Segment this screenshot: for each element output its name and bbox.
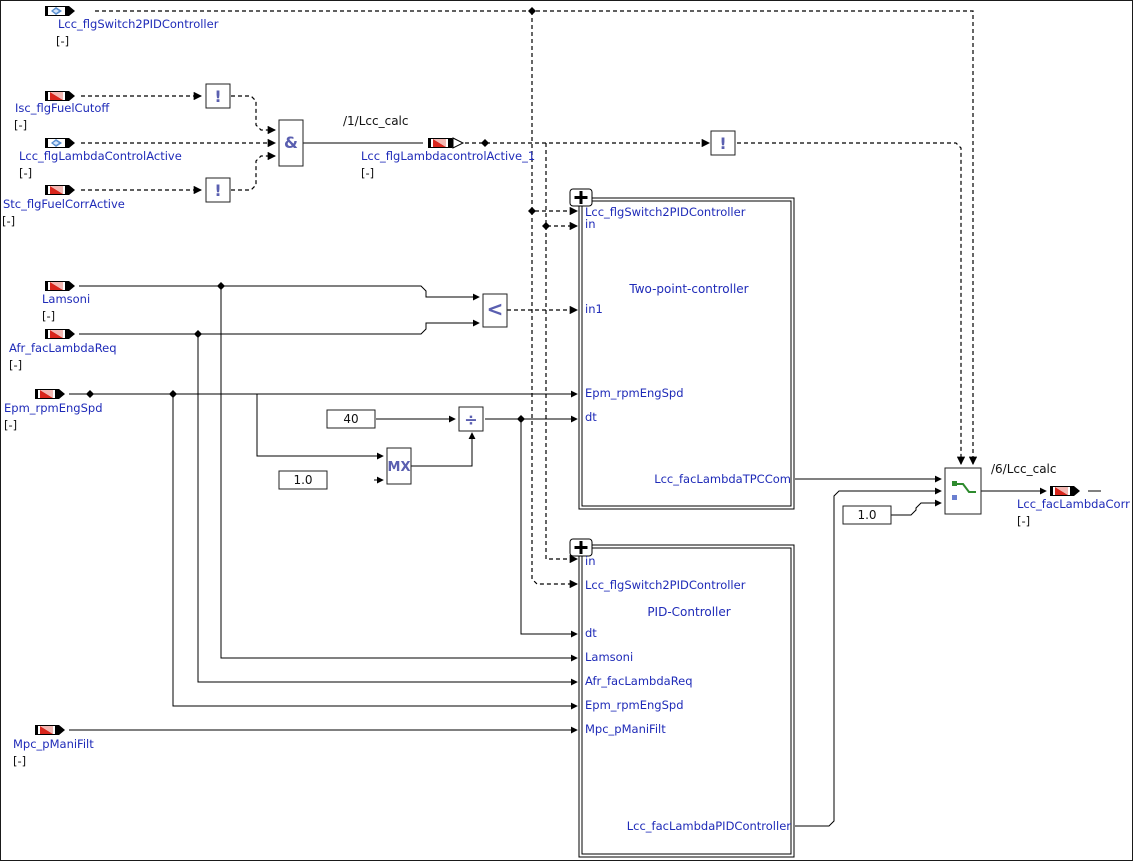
- not-operator-1[interactable]: !: [205, 83, 231, 109]
- svg-text:Afr_facLambdaReq: Afr_facLambdaReq: [585, 674, 693, 688]
- less-than-operator[interactable]: <: [482, 293, 508, 328]
- max-operator[interactable]: MX: [386, 447, 412, 485]
- svg-text:in1: in1: [585, 302, 603, 316]
- divide-operator[interactable]: ÷: [458, 406, 484, 432]
- two-point-controller-block[interactable]: Two-point-controller Lcc_flgSwitch2PIDCo…: [569, 188, 795, 510]
- svg-text:Lcc_flgSwitch2PIDController: Lcc_flgSwitch2PIDController: [585, 578, 746, 592]
- svg-text:Afr_facLambdaReq: Afr_facLambdaReq: [9, 341, 117, 355]
- expand-icon[interactable]: [569, 538, 593, 557]
- svg-text:1.0: 1.0: [857, 508, 876, 522]
- input-engspd[interactable]: Epm_rpmEngSpd [-]: [4, 389, 103, 432]
- svg-text:[-]: [-]: [13, 754, 26, 768]
- svg-text:Mpc_pManiFilt: Mpc_pManiFilt: [13, 737, 94, 751]
- message-lambdacontrolactive-1[interactable]: /1/Lcc_calc Lcc_flgLambdacontrolActive_1…: [343, 114, 535, 180]
- svg-text:!: !: [719, 134, 726, 153]
- svg-text:[-]: [-]: [361, 166, 374, 180]
- svg-text:dt: dt: [585, 410, 597, 424]
- svg-text:MX: MX: [388, 460, 411, 475]
- svg-text:Lamsoni: Lamsoni: [42, 292, 90, 306]
- svg-text:!: !: [214, 181, 221, 200]
- input-pmani[interactable]: Mpc_pManiFilt [-]: [13, 725, 94, 768]
- constant-1-0-a[interactable]: 1.0: [278, 470, 328, 490]
- constant-40[interactable]: 40: [326, 409, 376, 429]
- svg-text:Lcc_flgLambdaControlActive: Lcc_flgLambdaControlActive: [19, 149, 182, 163]
- svg-text:/1/Lcc_calc: /1/Lcc_calc: [343, 114, 408, 128]
- svg-text:Lcc_flgSwitch2PIDController: Lcc_flgSwitch2PIDController: [585, 205, 746, 219]
- svg-text:Two-point-controller: Two-point-controller: [628, 282, 748, 296]
- svg-text:[-]: [-]: [1017, 514, 1030, 528]
- svg-text:in: in: [585, 217, 595, 231]
- input-lambdareq[interactable]: Afr_facLambdaReq [-]: [9, 329, 117, 372]
- not-operator-2[interactable]: !: [205, 177, 231, 203]
- svg-text:[-]: [-]: [4, 418, 17, 432]
- input-flgswitch[interactable]: Lcc_flgSwitch2PIDController [-]: [45, 6, 219, 48]
- input-lamsoni[interactable]: Lamsoni [-]: [42, 281, 90, 323]
- svg-text:dt: dt: [585, 626, 597, 640]
- svg-text:/6/Lcc_calc: /6/Lcc_calc: [991, 462, 1056, 476]
- expand-icon[interactable]: [569, 188, 593, 207]
- input-lambdaactive[interactable]: Lcc_flgLambdaControlActive [-]: [19, 138, 182, 180]
- junction-dots: [86, 7, 550, 423]
- svg-text:Mpc_pManiFilt: Mpc_pManiFilt: [585, 722, 666, 736]
- input-fuelcutoff[interactable]: Isc_flgFuelCutoff [-]: [14, 91, 110, 132]
- svg-text:[-]: [-]: [56, 34, 69, 48]
- solid-wires: [69, 142, 1101, 827]
- svg-text:Lamsoni: Lamsoni: [585, 650, 633, 664]
- constant-1-0-b[interactable]: 1.0: [842, 505, 892, 525]
- svg-text:Isc_flgFuelCutoff: Isc_flgFuelCutoff: [15, 101, 110, 115]
- svg-text:!: !: [214, 87, 221, 106]
- pid-controller-block[interactable]: PID-Controller in Lcc_flgSwitch2PIDContr…: [569, 538, 795, 858]
- input-fuelcorr[interactable]: Stc_flgFuelCorrActive [-]: [2, 185, 125, 228]
- svg-text:Epm_rpmEngSpd: Epm_rpmEngSpd: [4, 401, 103, 415]
- not-operator-3[interactable]: !: [710, 130, 736, 156]
- svg-text:1.0: 1.0: [293, 473, 312, 487]
- svg-text:Lcc_facLambdaPIDController: Lcc_facLambdaPIDController: [627, 819, 792, 833]
- svg-text:Lcc_facLambdaTPCCom: Lcc_facLambdaTPCCom: [654, 472, 791, 486]
- svg-text:<: <: [487, 297, 504, 321]
- svg-text:Lcc_flgSwitch2PIDController: Lcc_flgSwitch2PIDController: [58, 17, 219, 31]
- svg-text:Lcc_facLambdaCorr: Lcc_facLambdaCorr: [1017, 497, 1130, 511]
- svg-text:Stc_flgFuelCorrActive: Stc_flgFuelCorrActive: [3, 197, 125, 211]
- svg-text:in: in: [585, 554, 595, 568]
- svg-text:Epm_rpmEngSpd: Epm_rpmEngSpd: [585, 698, 684, 712]
- svg-text:Epm_rpmEngSpd: Epm_rpmEngSpd: [585, 386, 684, 400]
- svg-text:[-]: [-]: [14, 118, 27, 132]
- svg-text:&: &: [284, 133, 298, 152]
- svg-text:PID-Controller: PID-Controller: [647, 605, 730, 619]
- svg-text:[-]: [-]: [19, 166, 32, 180]
- svg-text:[-]: [-]: [9, 358, 22, 372]
- svg-text:Lcc_flgLambdacontrolActive_1: Lcc_flgLambdacontrolActive_1: [361, 149, 535, 163]
- svg-text:40: 40: [343, 412, 358, 426]
- svg-text:[-]: [-]: [2, 214, 15, 228]
- svg-text:÷: ÷: [464, 410, 477, 429]
- output-lambdacorr[interactable]: Lcc_facLambdaCorr [-]: [1017, 486, 1130, 528]
- svg-text:[-]: [-]: [42, 309, 55, 323]
- and-operator[interactable]: &: [278, 119, 304, 167]
- switch-block[interactable]: /6/Lcc_calc: [944, 462, 1056, 515]
